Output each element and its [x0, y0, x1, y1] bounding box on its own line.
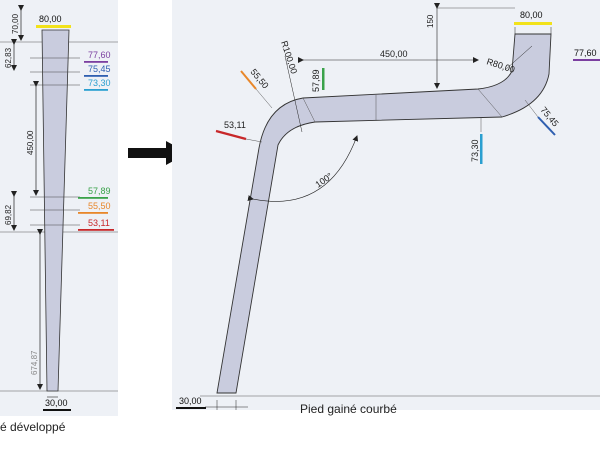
right-view-caption: Pied gainé courbé	[300, 402, 397, 416]
right-w-77: 77,60	[574, 48, 597, 58]
left-dim-450: 450,00	[26, 130, 35, 155]
left-view-caption: é développé	[0, 420, 66, 434]
left-dim-69: 69,82	[4, 204, 13, 225]
left-tapered-part	[41, 29, 70, 392]
left-w-75: 75,45	[88, 64, 111, 74]
left-dim-62: 62,83	[4, 47, 13, 68]
left-w-73: 73,30	[88, 78, 111, 88]
left-top-yellow-marker	[36, 25, 71, 28]
left-dim-674: 674,87	[30, 350, 39, 375]
right-length-450: 450,00	[380, 49, 408, 59]
left-w-53: 53,11	[88, 218, 110, 228]
left-w-55: 55,50	[88, 201, 111, 211]
left-dim-70: 70,00	[11, 13, 20, 34]
left-w-57: 57,89	[88, 186, 111, 196]
right-angle-arc	[247, 135, 359, 202]
right-bottom-width: 30,00	[179, 396, 202, 406]
right-w-53: 53,11	[224, 120, 246, 130]
left-bottom-width: 30,00	[45, 398, 68, 408]
left-w-77: 77,60	[88, 50, 111, 60]
right-w-73: 73,30	[470, 139, 480, 162]
right-w-57: 57,89	[311, 69, 321, 92]
left-top-width: 80,00	[39, 14, 62, 24]
right-height-150: 150	[426, 14, 435, 28]
right-top-width: 80,00	[520, 10, 543, 20]
